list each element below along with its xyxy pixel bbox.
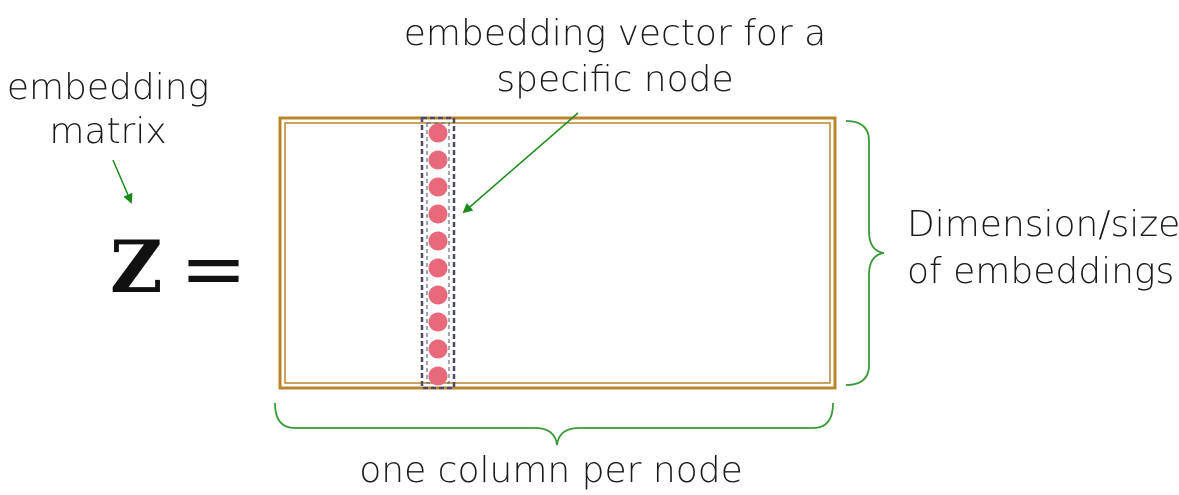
embedding-matrix-label-line1: embedding <box>7 67 209 108</box>
node-dot <box>428 285 448 305</box>
column-label: one column per node <box>359 450 742 491</box>
vector-label-line1: embedding vector for a <box>404 13 826 54</box>
node-dot <box>428 177 448 197</box>
dimension-label-line2: of embeddings <box>907 251 1174 292</box>
node-dot <box>428 204 448 224</box>
node-dot <box>428 366 448 386</box>
embedding-matrix-label-line2: matrix <box>49 111 166 152</box>
node-dot <box>428 339 448 359</box>
matrix-outer-border <box>278 116 837 390</box>
vector-arrow <box>462 112 579 214</box>
node-dot <box>428 258 448 278</box>
column-brace <box>274 402 834 446</box>
equals-symbol: = <box>180 222 247 315</box>
embedding-vector-dots <box>428 123 448 386</box>
matrix-arrow <box>112 159 133 204</box>
node-dot <box>428 150 448 170</box>
dimension-brace <box>845 120 885 386</box>
node-dot <box>428 231 448 251</box>
z-symbol: Z <box>110 224 163 309</box>
column-outline-outer <box>420 116 456 390</box>
vector-label-line2: specific node <box>496 59 733 100</box>
matrix-inner-border <box>284 122 831 384</box>
node-dot <box>428 312 448 332</box>
node-dot <box>428 123 448 143</box>
column-outline-inner <box>426 122 450 384</box>
dimension-label-line1: Dimension/size <box>907 204 1179 245</box>
